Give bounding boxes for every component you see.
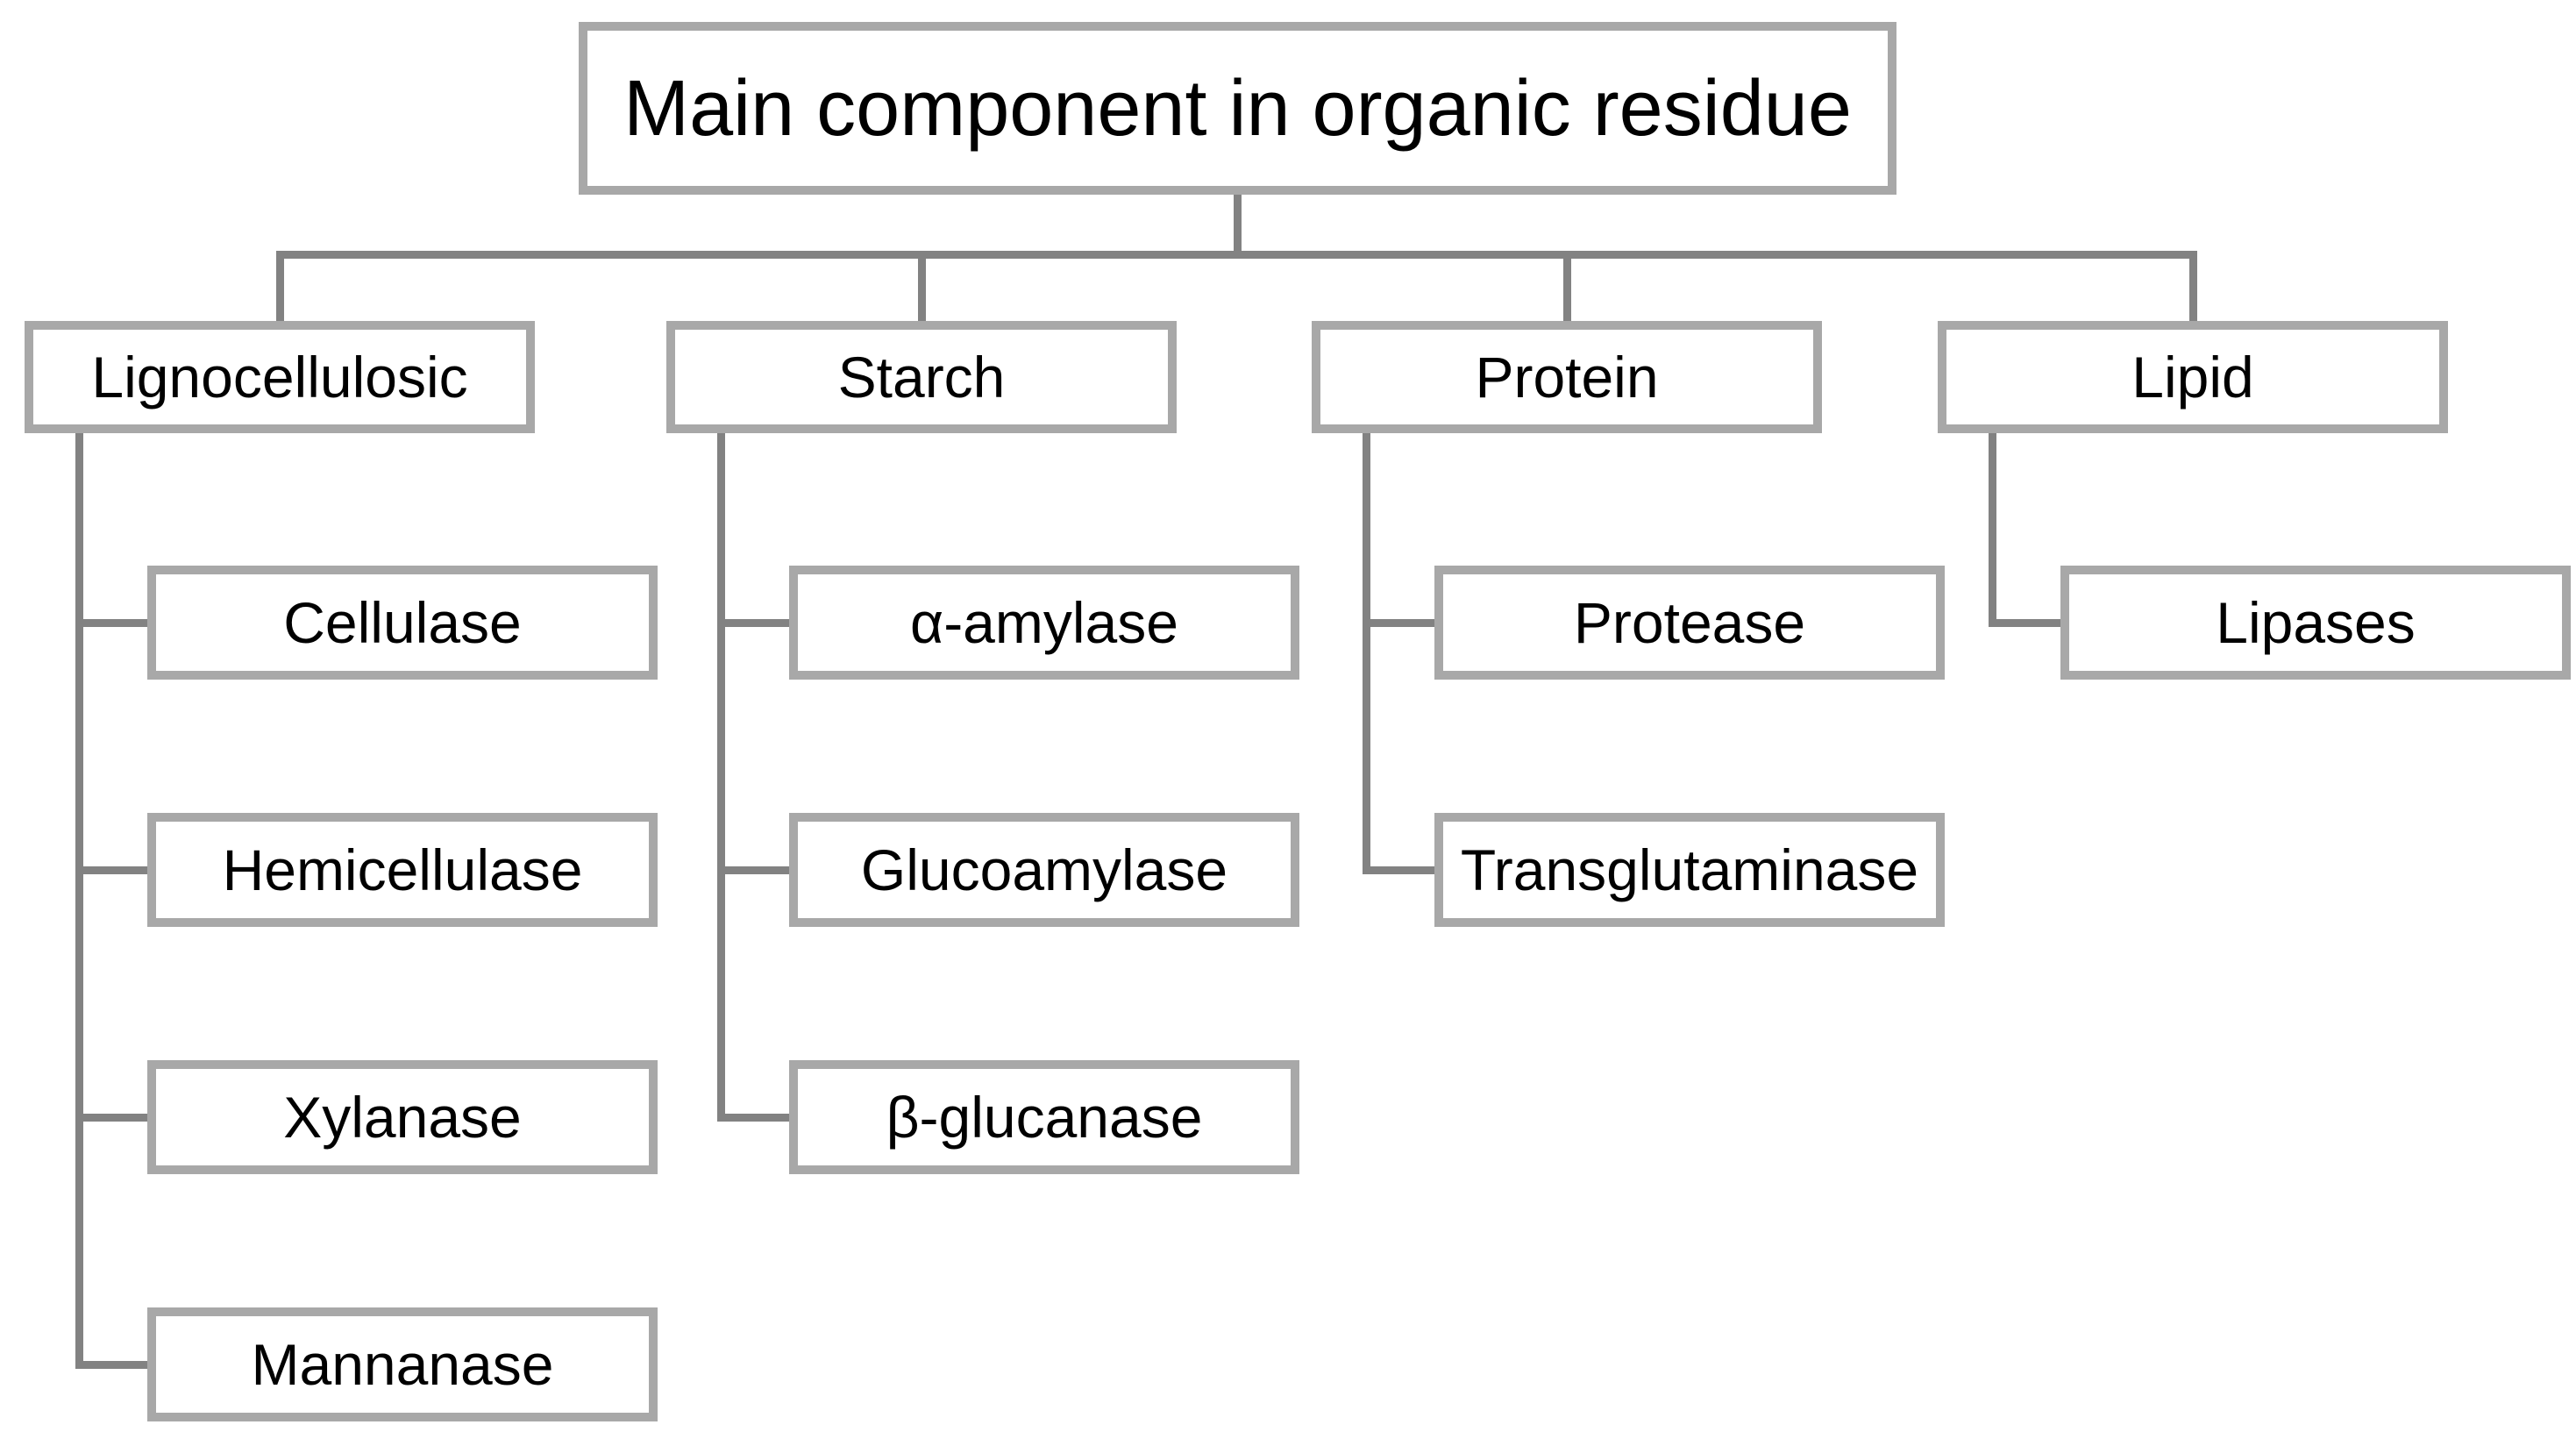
connector-stub-lignocellulosic — [276, 251, 284, 321]
connector-stub-starch — [918, 251, 926, 321]
connector-drop-starch — [717, 433, 725, 1122]
category-node-lipid: Lipid — [1938, 321, 2448, 433]
child-node-transglutaminase: Transglutaminase — [1434, 813, 1945, 927]
connector-drop-lignocellulosic — [75, 433, 83, 1369]
connector-branch-beta-glucanase — [717, 1114, 789, 1122]
connector-branch-mannanase — [75, 1361, 147, 1369]
connector-branch-lipases — [1989, 619, 2060, 627]
child-node-xylanase: Xylanase — [147, 1060, 658, 1174]
connector-branch-cellulase — [75, 619, 147, 627]
root-node-main-component: Main component in organic residue — [579, 22, 1896, 195]
category-node-starch: Starch — [666, 321, 1177, 433]
connector-branch-alpha-amylase — [717, 619, 789, 627]
connector-branch-protease — [1363, 619, 1434, 627]
connector-stub-lipid — [2189, 251, 2197, 321]
child-node-mannanase: Mannanase — [147, 1307, 658, 1421]
connector-branch-transglutaminase — [1363, 866, 1434, 874]
child-node-beta-glucanase: β-glucanase — [789, 1060, 1299, 1174]
connector-branch-hemicellulase — [75, 866, 147, 874]
category-node-lignocellulosic: Lignocellulosic — [25, 321, 535, 433]
child-node-lipases: Lipases — [2060, 566, 2571, 680]
child-node-hemicellulase: Hemicellulase — [147, 813, 658, 927]
child-node-cellulase: Cellulase — [147, 566, 658, 680]
connector-drop-protein — [1363, 433, 1370, 874]
connector-branch-xylanase — [75, 1114, 147, 1122]
child-node-glucoamylase: Glucoamylase — [789, 813, 1299, 927]
connector-bus-horizontal — [276, 251, 2197, 259]
category-node-protein: Protein — [1312, 321, 1822, 433]
child-node-alpha-amylase: α-amylase — [789, 566, 1299, 680]
connector-branch-glucoamylase — [717, 866, 789, 874]
connector-drop-lipid — [1989, 433, 1996, 627]
child-node-protease: Protease — [1434, 566, 1945, 680]
connector-root-vertical — [1234, 195, 1242, 254]
connector-stub-protein — [1563, 251, 1571, 321]
